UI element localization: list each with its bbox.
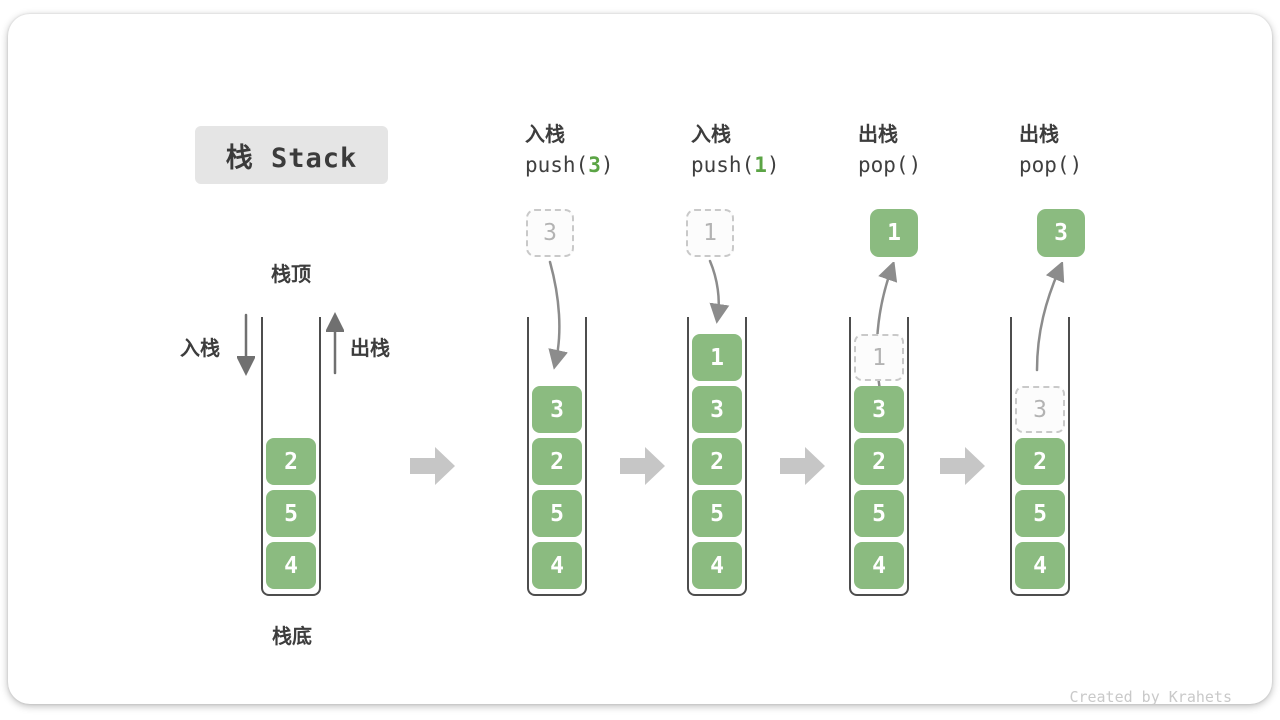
code-arg: 3 xyxy=(588,153,601,177)
op-label-cn: 入栈 xyxy=(525,122,565,146)
code-arg: 1 xyxy=(754,153,767,177)
floating-value-box: 1 xyxy=(686,209,734,257)
stack-ghost-cell: 3 xyxy=(1015,386,1065,433)
stack-cell: 5 xyxy=(854,490,904,537)
diagram-card: 栈 Stack 入栈 push(3) 入栈 push(1) 出栈 pop() 出… xyxy=(8,14,1272,706)
stack-cell: 5 xyxy=(692,490,742,537)
stack-ghost-cell: 1 xyxy=(854,334,904,381)
stack-cell: 5 xyxy=(266,490,316,537)
push-down-arrow-icon xyxy=(237,313,255,376)
code-pre: pop( xyxy=(858,153,909,177)
stack-cell: 2 xyxy=(854,438,904,485)
stack-cell: 5 xyxy=(1015,490,1065,537)
op-header-push3: 入栈 push(3) xyxy=(525,118,675,177)
op-code: push(1) xyxy=(691,153,841,177)
floating-value-box: 3 xyxy=(526,209,574,257)
code-pre: pop( xyxy=(1019,153,1070,177)
pop-side-label: 出栈 xyxy=(350,336,390,360)
op-code: push(3) xyxy=(525,153,675,177)
stage-arrow-icon xyxy=(780,447,825,485)
push-curve-arrow-icon xyxy=(708,259,730,324)
stack-after-push3: 3 2 5 4 xyxy=(527,317,587,596)
stack-cell: 3 xyxy=(692,386,742,433)
stack-cell: 5 xyxy=(532,490,582,537)
title-box: 栈 Stack xyxy=(195,126,388,184)
stage-arrow-icon xyxy=(940,447,985,485)
floating-value: 3 xyxy=(543,220,557,246)
push-side-label: 入栈 xyxy=(180,336,220,360)
stack-cell: 2 xyxy=(266,438,316,485)
code-post: ) xyxy=(1069,153,1083,177)
page-title: 栈 Stack xyxy=(225,142,358,174)
op-code: pop() xyxy=(1019,153,1169,177)
stack-cell: 4 xyxy=(692,542,742,589)
stack-bottom-label: 栈底 xyxy=(272,624,312,648)
stack-cell: 4 xyxy=(1015,542,1065,589)
op-header-pop1: 出栈 pop() xyxy=(858,118,1008,177)
stack-after-pop1: 1 3 2 5 4 xyxy=(849,317,909,596)
floating-value-box: 3 xyxy=(1037,209,1085,257)
floating-value: 3 xyxy=(1054,220,1068,246)
stack-initial: 2 5 4 xyxy=(261,317,321,596)
stack-cell: 2 xyxy=(1015,438,1065,485)
stack-cell: 2 xyxy=(532,438,582,485)
stack-cell: 4 xyxy=(266,542,316,589)
pop-up-arrow-icon xyxy=(326,312,344,375)
watermark: Created by Krahets xyxy=(1069,688,1232,706)
stack-after-pop3: 3 2 5 4 xyxy=(1010,317,1070,596)
op-label-cn: 出栈 xyxy=(1019,122,1059,146)
stack-top-label: 栈顶 xyxy=(271,262,311,286)
op-header-pop3: 出栈 pop() xyxy=(1019,118,1169,177)
op-label-cn: 出栈 xyxy=(858,122,898,146)
code-post: ) xyxy=(600,153,614,177)
code-pre: push( xyxy=(691,153,755,177)
op-label-cn: 入栈 xyxy=(691,122,731,146)
op-header-push1: 入栈 push(1) xyxy=(691,118,841,177)
stage-arrow-icon xyxy=(620,447,665,485)
code-pre: push( xyxy=(525,153,589,177)
floating-value: 1 xyxy=(887,220,901,246)
push-curve-arrow-icon xyxy=(548,260,568,370)
code-post: ) xyxy=(908,153,922,177)
floating-value: 1 xyxy=(703,220,717,246)
floating-value-box: 1 xyxy=(870,209,918,257)
stack-cell: 4 xyxy=(532,542,582,589)
stack-cell: 1 xyxy=(692,334,742,381)
pop-curve-arrow-icon xyxy=(1035,262,1065,372)
stage-arrow-icon xyxy=(410,447,455,485)
op-code: pop() xyxy=(858,153,1008,177)
stack-cell: 4 xyxy=(854,542,904,589)
stack-cell: 3 xyxy=(532,386,582,433)
stack-cell: 2 xyxy=(692,438,742,485)
stack-cell: 3 xyxy=(854,386,904,433)
stack-after-push1: 1 3 2 5 4 xyxy=(687,317,747,596)
code-post: ) xyxy=(766,153,780,177)
